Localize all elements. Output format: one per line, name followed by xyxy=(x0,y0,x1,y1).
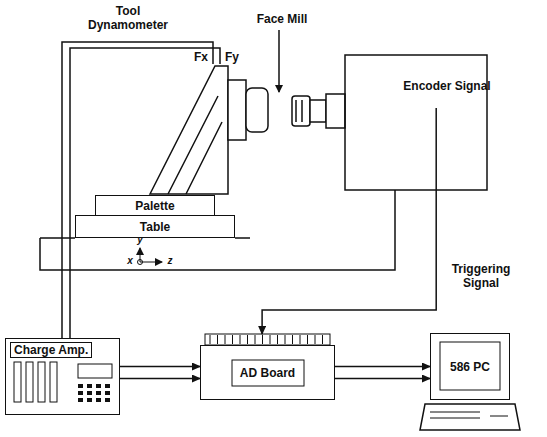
connector-pin xyxy=(285,335,286,344)
charge-amp-device: Charge Amp. xyxy=(5,338,120,415)
node-text: Table xyxy=(140,220,170,234)
amp-key xyxy=(96,398,101,402)
amp-slider xyxy=(26,362,33,402)
amp-display xyxy=(78,364,112,378)
encoder-label: Encoder Signal xyxy=(402,64,492,108)
signal-line xyxy=(335,378,430,380)
connector-pin xyxy=(300,335,301,344)
face-mill-body xyxy=(310,100,326,122)
amp-key xyxy=(87,398,92,402)
signal-line xyxy=(335,366,430,368)
edge-label: Triggering Signal xyxy=(442,262,520,290)
palette-box: Palette xyxy=(95,195,215,217)
board-connector xyxy=(205,334,330,345)
connector-pin xyxy=(315,335,316,344)
signal-line xyxy=(120,366,200,368)
amp-key xyxy=(96,391,101,395)
connector-pin xyxy=(270,335,271,344)
signal-line xyxy=(120,378,200,380)
amp-slider xyxy=(50,362,57,402)
amp-key xyxy=(105,398,110,402)
machine-base xyxy=(40,190,395,270)
z-axis xyxy=(140,262,162,263)
node-text: Charge Amp. xyxy=(10,342,92,358)
amp-key xyxy=(78,384,83,388)
amp-slider xyxy=(38,362,45,402)
amp-key xyxy=(105,391,110,395)
axis-label: z xyxy=(164,255,176,266)
connector-pin xyxy=(217,335,218,344)
monitor-screen xyxy=(440,342,500,390)
computer-base xyxy=(420,404,520,430)
spindle-nose xyxy=(326,94,345,128)
force-label: Fx xyxy=(192,50,210,64)
table-box: Table xyxy=(75,215,235,238)
cutter-inserts xyxy=(296,100,302,122)
connector-pin xyxy=(307,335,308,344)
connector-pin xyxy=(240,335,241,344)
amp-key xyxy=(78,391,83,395)
amp-key xyxy=(87,391,92,395)
bracket-ribs xyxy=(168,96,222,194)
feed-arrow xyxy=(278,30,280,92)
dynamometer-plate xyxy=(228,80,246,140)
pc-monitor: 586 PC xyxy=(430,333,510,400)
node-text: AD Board xyxy=(238,366,297,380)
face-mill-cutter xyxy=(292,96,310,126)
signal-connector xyxy=(335,367,430,379)
amp-slider xyxy=(14,362,21,402)
node-text: Encoder Signal xyxy=(403,79,490,93)
axis-label: x xyxy=(124,255,136,266)
connector-pin xyxy=(292,335,293,344)
axis-label: y xyxy=(134,234,146,245)
force-label: Fy xyxy=(223,50,241,64)
connector-pin xyxy=(277,335,278,344)
ad-board: AD Board xyxy=(200,345,335,400)
connector-pin xyxy=(210,335,211,344)
amp-key xyxy=(96,384,101,388)
connector-pin xyxy=(232,335,233,344)
signal-connector xyxy=(120,367,200,379)
signal-line xyxy=(262,108,436,334)
connector-pin xyxy=(262,335,263,344)
connector-pin xyxy=(225,335,226,344)
amp-key xyxy=(105,384,110,388)
node-text: 586 PC xyxy=(448,360,492,374)
dynamometer-bracket xyxy=(150,66,228,194)
tool-holder xyxy=(246,88,268,132)
spindle-housing xyxy=(345,55,487,190)
connector-pin xyxy=(322,335,323,344)
amp-key xyxy=(78,398,83,402)
device-label: Tool Dynamometer xyxy=(88,4,168,32)
connector-pin xyxy=(247,335,248,344)
x-axis xyxy=(138,260,143,265)
connector-pin xyxy=(255,335,256,344)
signal-connector xyxy=(262,108,436,334)
node-text: Palette xyxy=(135,199,174,213)
amp-key xyxy=(87,384,92,388)
keyboard-keys xyxy=(430,412,508,418)
tool-label: Face Mill xyxy=(247,12,317,26)
board-chip xyxy=(232,360,304,386)
